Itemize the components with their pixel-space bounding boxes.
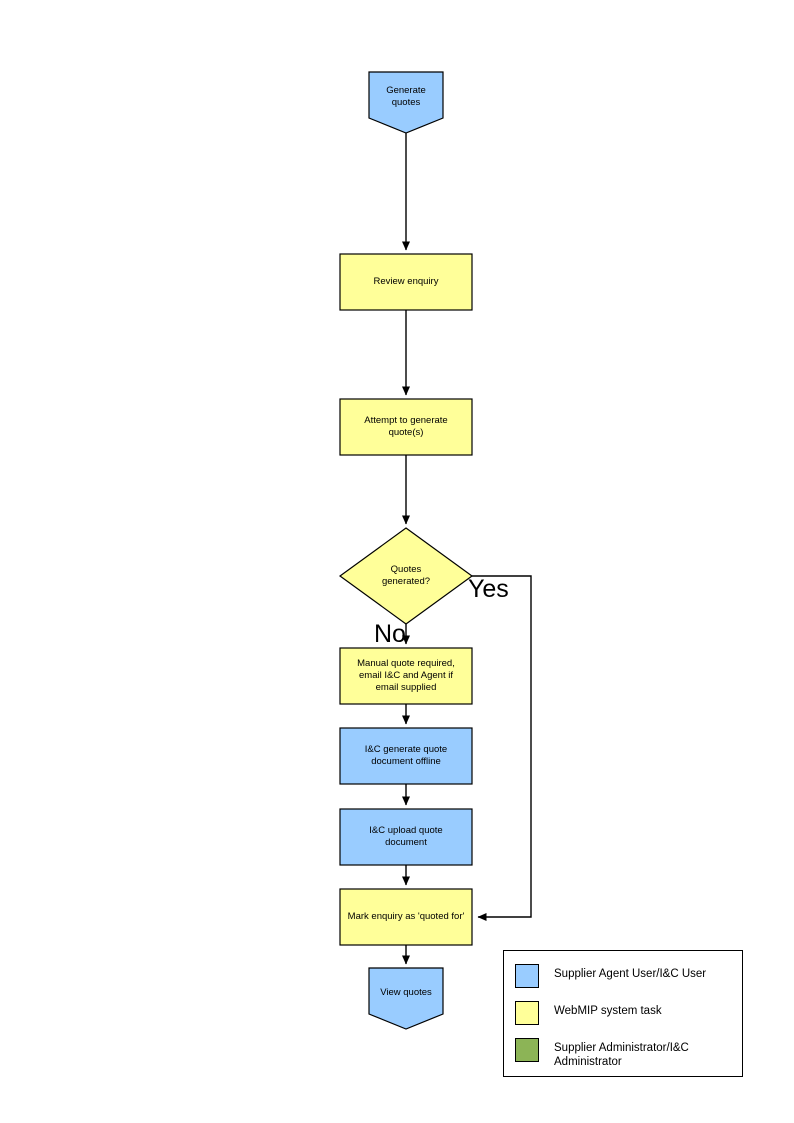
branch-label-yes: Yes	[468, 575, 509, 603]
node-mark-enquiry-as-quoted-for[interactable]	[339, 888, 473, 946]
branch-label-no: No	[374, 620, 406, 648]
legend-item-webmip-system-task: WebMIP system task	[515, 1001, 662, 1025]
legend-label-admin-task: Supplier Administrator/I&C Administrator	[554, 1042, 689, 1068]
legend-item-supplier-agent-user: Supplier Agent User/I&C User	[515, 964, 706, 988]
legend-label-system-task: WebMIP system task	[554, 1005, 662, 1017]
node-ic-upload-quote-document[interactable]	[339, 808, 473, 866]
legend-swatch-user-task	[515, 964, 539, 988]
node-generate-quotes[interactable]	[368, 71, 444, 134]
node-manual-quote-required[interactable]	[339, 647, 473, 705]
legend: Supplier Agent User/I&C User WebMIP syst…	[503, 950, 743, 1077]
node-ic-generate-quote-document-offline[interactable]	[339, 727, 473, 785]
node-review-enquiry[interactable]	[339, 253, 473, 311]
node-attempt-to-generate-quotes[interactable]	[339, 398, 473, 456]
node-view-quotes[interactable]	[368, 967, 444, 1030]
connector-decision-yes-to-mark	[472, 575, 532, 921]
legend-swatch-admin-task	[515, 1038, 539, 1062]
legend-label-user-task: Supplier Agent User/I&C User	[554, 968, 707, 980]
node-quotes-generated-decision[interactable]	[338, 527, 474, 625]
legend-swatch-system-task	[515, 1001, 539, 1025]
legend-item-supplier-administrator: Supplier Administrator/I&C Administrator	[515, 1038, 689, 1069]
